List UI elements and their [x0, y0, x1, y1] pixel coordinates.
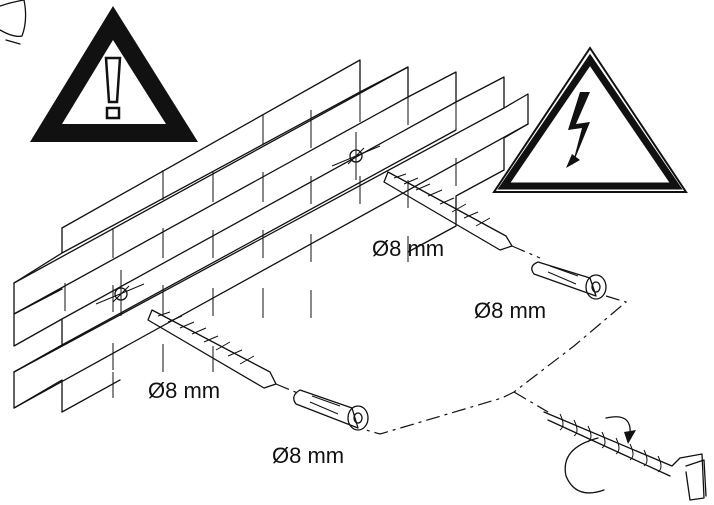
hook-screw [543, 411, 707, 501]
plug-diameter-label-lower: Ø8 mm [272, 443, 345, 468]
drill-diameter-label-upper: Ø8 mm [372, 236, 445, 261]
manual-icon [0, 0, 27, 45]
wall-plug-lower [293, 389, 369, 431]
drill-mark-upper [331, 132, 381, 180]
guide-line-screw [513, 391, 549, 413]
drill-bit-upper [383, 171, 541, 259]
brick-wall [13, 59, 529, 413]
exclamation-warning-icon [30, 6, 198, 142]
drill-mark-lower [95, 270, 145, 316]
high-voltage-warning-icon [492, 46, 688, 193]
rotate-clockwise-icon [564, 416, 636, 494]
wall-plug-upper [531, 261, 607, 300]
plug-diameter-label-upper: Ø8 mm [474, 298, 547, 323]
drill-diameter-label-lower: Ø8 mm [148, 378, 221, 403]
